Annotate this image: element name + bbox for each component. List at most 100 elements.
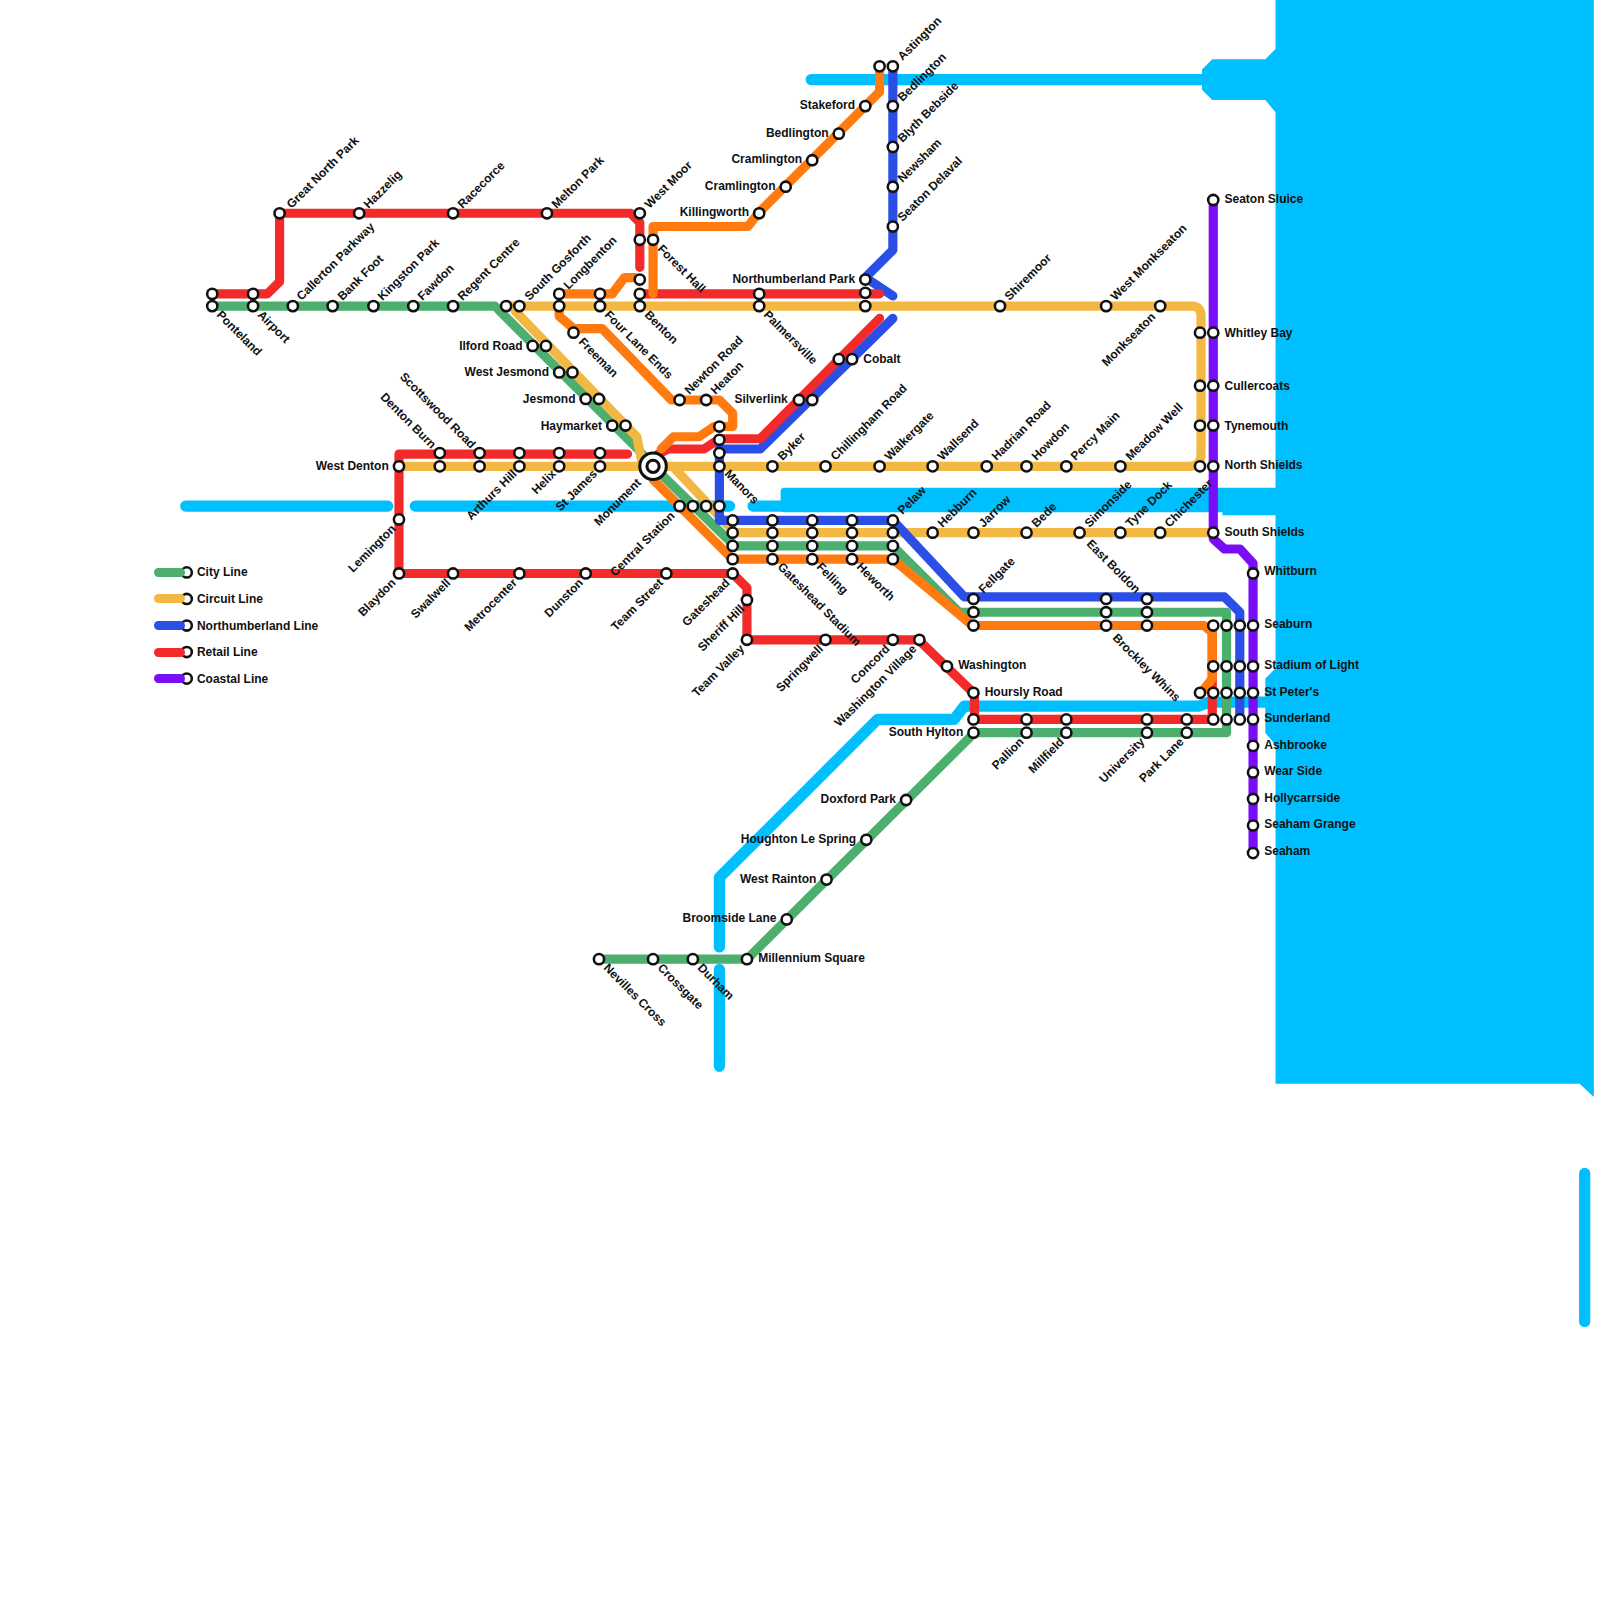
orange-line: [559, 66, 1212, 693]
station-name: Cramlington: [704, 179, 777, 193]
station-name: St Peter's: [1263, 685, 1320, 699]
station-dot: [408, 301, 418, 311]
station-dot: [1101, 594, 1111, 604]
station-dot: [1155, 301, 1165, 311]
station-dot: [248, 301, 258, 311]
station-dot: [394, 514, 404, 524]
station-dot: [847, 554, 857, 564]
coast-strip: [1579, 1173, 1590, 1321]
station-dot: [394, 461, 404, 471]
legend-swatch: [154, 674, 185, 683]
station-dot: [648, 954, 658, 964]
station-name: Team Valley: [689, 641, 748, 700]
station-dot: [728, 528, 738, 538]
station-name: Brockley Whins: [1109, 630, 1184, 705]
station-dot: [1235, 620, 1245, 630]
station-name: Northumberland Park: [731, 272, 856, 286]
station-dot: [501, 301, 511, 311]
station-dot: [847, 515, 857, 525]
station-name: Cobalt: [862, 352, 901, 366]
station-dot: [1221, 714, 1231, 724]
legend-swatch: [154, 621, 185, 630]
station-dot: [554, 367, 564, 377]
station-dot: [860, 101, 870, 111]
station-dot: [620, 420, 630, 430]
station-dot: [435, 461, 445, 471]
station-dot: [1021, 714, 1031, 724]
station-name: Springwell: [772, 641, 826, 695]
station-dot: [807, 554, 817, 564]
station-dot: [1115, 461, 1125, 471]
station-dot: [1195, 381, 1205, 391]
station-name: Seaham: [1263, 844, 1311, 858]
station-name: Meadow Well: [1122, 400, 1186, 464]
station-dot: [728, 541, 738, 551]
station-dot: [554, 289, 564, 299]
station-name: Lemington: [344, 521, 399, 576]
station-dot: [728, 554, 738, 564]
station-name: Percy Main: [1067, 408, 1123, 464]
station-dot: [514, 461, 524, 471]
station-dot: [514, 301, 524, 311]
station-dot: [1021, 461, 1031, 471]
legend-swatch: [154, 568, 185, 577]
station-name: Hazzelig: [360, 167, 405, 212]
station-dot: [288, 301, 298, 311]
station-name: Benton: [641, 307, 682, 348]
station-dot: [874, 61, 884, 71]
station-name: Forest Hall: [654, 241, 709, 296]
station-dot: [435, 448, 445, 458]
station-name: Shiremoor: [1001, 250, 1055, 304]
station-dot: [794, 395, 804, 405]
station-dot: [1248, 767, 1258, 777]
station-dot: [754, 301, 764, 311]
station-dot: [888, 61, 898, 71]
station-dot: [968, 594, 978, 604]
station-dot: [595, 461, 605, 471]
station-dot: [581, 394, 591, 404]
station-name: Seaburn: [1263, 617, 1313, 631]
station-dot: [1101, 607, 1111, 617]
station-dots: [182, 61, 1259, 964]
station-dot: [1208, 461, 1218, 471]
station-dot: [982, 461, 992, 471]
station-dot: [968, 528, 978, 538]
station-dot: [207, 289, 217, 299]
station-dot: [607, 420, 617, 430]
station-dot: [207, 301, 217, 311]
station-dot: [728, 568, 738, 578]
station-dot: [635, 274, 645, 284]
station-dot: [594, 954, 604, 964]
station-dot: [1208, 420, 1218, 430]
station-dot: [635, 289, 645, 299]
station-name: Hollycarrside: [1263, 791, 1341, 805]
station-dot: [514, 568, 524, 578]
station-dot: [888, 528, 898, 538]
station-dot: [701, 395, 711, 405]
river-wear: [719, 702, 1275, 1066]
station-dot: [594, 394, 604, 404]
station-name: Stakeford: [799, 98, 856, 112]
station-name: Airport: [254, 307, 294, 347]
station-name: Fawdon: [414, 261, 457, 304]
interchange-core: [647, 460, 659, 472]
station-name: Stadium of Light: [1263, 658, 1360, 672]
station-dot: [514, 448, 524, 458]
station-dot: [1142, 714, 1152, 724]
station-dot: [474, 461, 484, 471]
station-dot: [714, 421, 724, 431]
station-dot: [448, 568, 458, 578]
station-dot: [1208, 714, 1218, 724]
station-dot: [1142, 620, 1152, 630]
station-dot: [1221, 620, 1231, 630]
station-name: Palmersville: [760, 307, 821, 368]
station-dot: [1248, 714, 1258, 724]
station-dot: [834, 129, 844, 139]
station-name: Haymarket: [540, 419, 603, 433]
station-dot: [1101, 620, 1111, 630]
station-dot: [1061, 714, 1071, 724]
station-dot: [888, 635, 898, 645]
station-name: Racecorce: [454, 158, 508, 212]
station-dot: [861, 835, 871, 845]
